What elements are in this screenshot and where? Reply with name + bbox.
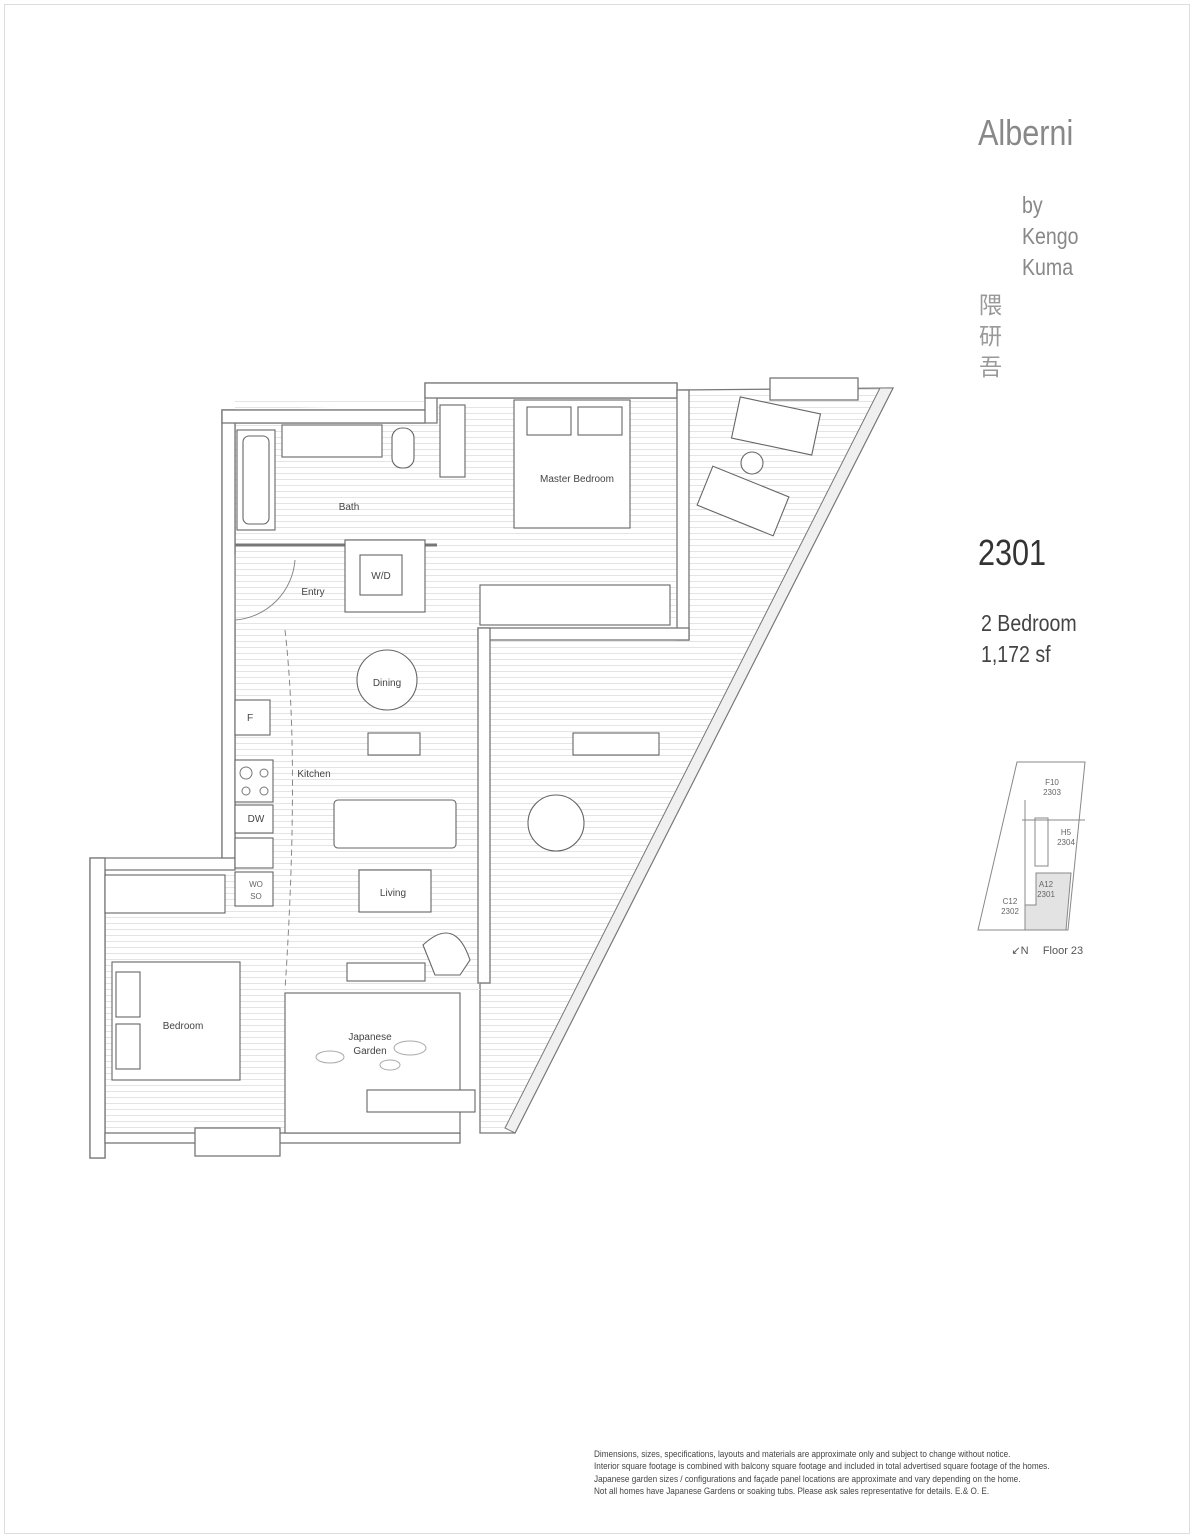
disclaimer-line: Dimensions, sizes, specifications, layou… [594,1449,1011,1460]
bedroom-window-seat [104,874,226,914]
key-unit-number: 2302 [1001,907,1019,916]
kanji-char: 吾 [979,354,1002,380]
column [194,1127,281,1157]
key-unit-number: 2304 [1057,838,1075,847]
key-unit-code: H5 [1061,828,1072,837]
architect-kanji: 隈 研 吾 [979,290,1005,383]
pillow [115,971,141,1018]
by-label: by [1022,192,1043,218]
balcony-table [527,794,585,852]
room-label-kitchen: Kitchen [297,769,330,780]
disclaimer-line: Japanese garden sizes / configurations a… [594,1473,1021,1485]
west-wall [89,857,106,1159]
floor-label: Floor 23 [1043,945,1083,957]
interior-floor [105,398,677,1133]
room-label-entry: Entry [301,587,324,598]
label-wd2: SO [250,892,262,901]
side-table [740,451,764,475]
tub-basin [242,435,270,525]
dining-table [356,649,418,711]
key-unit-code: C12 [1003,897,1018,906]
sofa [333,799,457,849]
north-wall [221,409,426,424]
lounger [730,396,822,456]
master-window-seat [479,584,671,626]
garden-stone [379,1059,401,1071]
media-console [346,962,426,982]
pillow [577,406,623,436]
room-label-dining: Dining [373,678,401,689]
room-label-garden: Garden [353,1046,386,1057]
balcony-bench [572,732,660,756]
pillow [115,1023,141,1070]
lounger [696,465,790,537]
key-unit-code: F10 [1045,778,1059,787]
kanji-char: 隈 [979,292,1002,318]
disclaimer-line: Not all homes have Japanese Gardens or s… [594,1485,990,1497]
island-outline [284,629,293,991]
key-unit-code: A12 [1039,880,1054,889]
architect-first-name: Kengo [1022,223,1079,249]
label-wd2: WO [249,880,263,889]
washer-dryer [359,554,403,596]
garden-stone [393,1040,427,1056]
sink [234,837,274,869]
garden-bench [366,1089,476,1113]
dishwasher [234,804,274,834]
bench [367,732,421,756]
balcony-edge [504,387,894,1134]
architect-last-name: Kuma [1022,254,1074,280]
room-label-living: Living [380,888,406,899]
unit-number: 2301 [978,532,1047,573]
unit-area: 1,172 sf [981,641,1051,667]
coffee-table [358,869,432,913]
balcony-planter [769,377,859,401]
label-fridge: F [247,713,253,724]
kanji-char: 研 [979,323,1002,349]
key-unit-number: 2303 [1043,788,1061,797]
room-label-master-bedroom: Master Bedroom [540,474,614,485]
unit-type: 2 Bedroom [981,610,1077,636]
vanity [281,424,383,458]
north-arrow: ↙N [1011,945,1028,957]
elevator-core [1034,817,1049,867]
living-east-wall [477,627,491,984]
project-title: Alberni [978,112,1074,153]
washer-dryer-2 [234,871,274,907]
unit-summary: 2 Bedroom 1,172 sf [981,608,1077,670]
room-label-bedroom: Bedroom [163,1021,204,1032]
entry-door[interactable] [234,555,296,621]
architect-credit: by Kengo Kuma [1022,190,1079,283]
disclaimer: Dimensions, sizes, specifications, layou… [594,1449,1050,1498]
wardrobe [439,404,466,478]
lounge-chair [422,932,471,976]
south-wall [104,1132,461,1144]
disclaimer-line: Interior square footage is combined with… [594,1461,1050,1473]
toilet [391,427,415,469]
label-dishwasher: DW [248,814,265,825]
pillow [526,406,572,436]
key-unit-number: 2301 [1037,890,1055,899]
room-label-wd: W/D [371,571,390,582]
room-label-bath: Bath [339,502,360,513]
cooktop [234,759,274,803]
garden-stone [315,1050,345,1064]
fridge [234,699,271,736]
room-label-garden: Japanese [348,1032,392,1043]
